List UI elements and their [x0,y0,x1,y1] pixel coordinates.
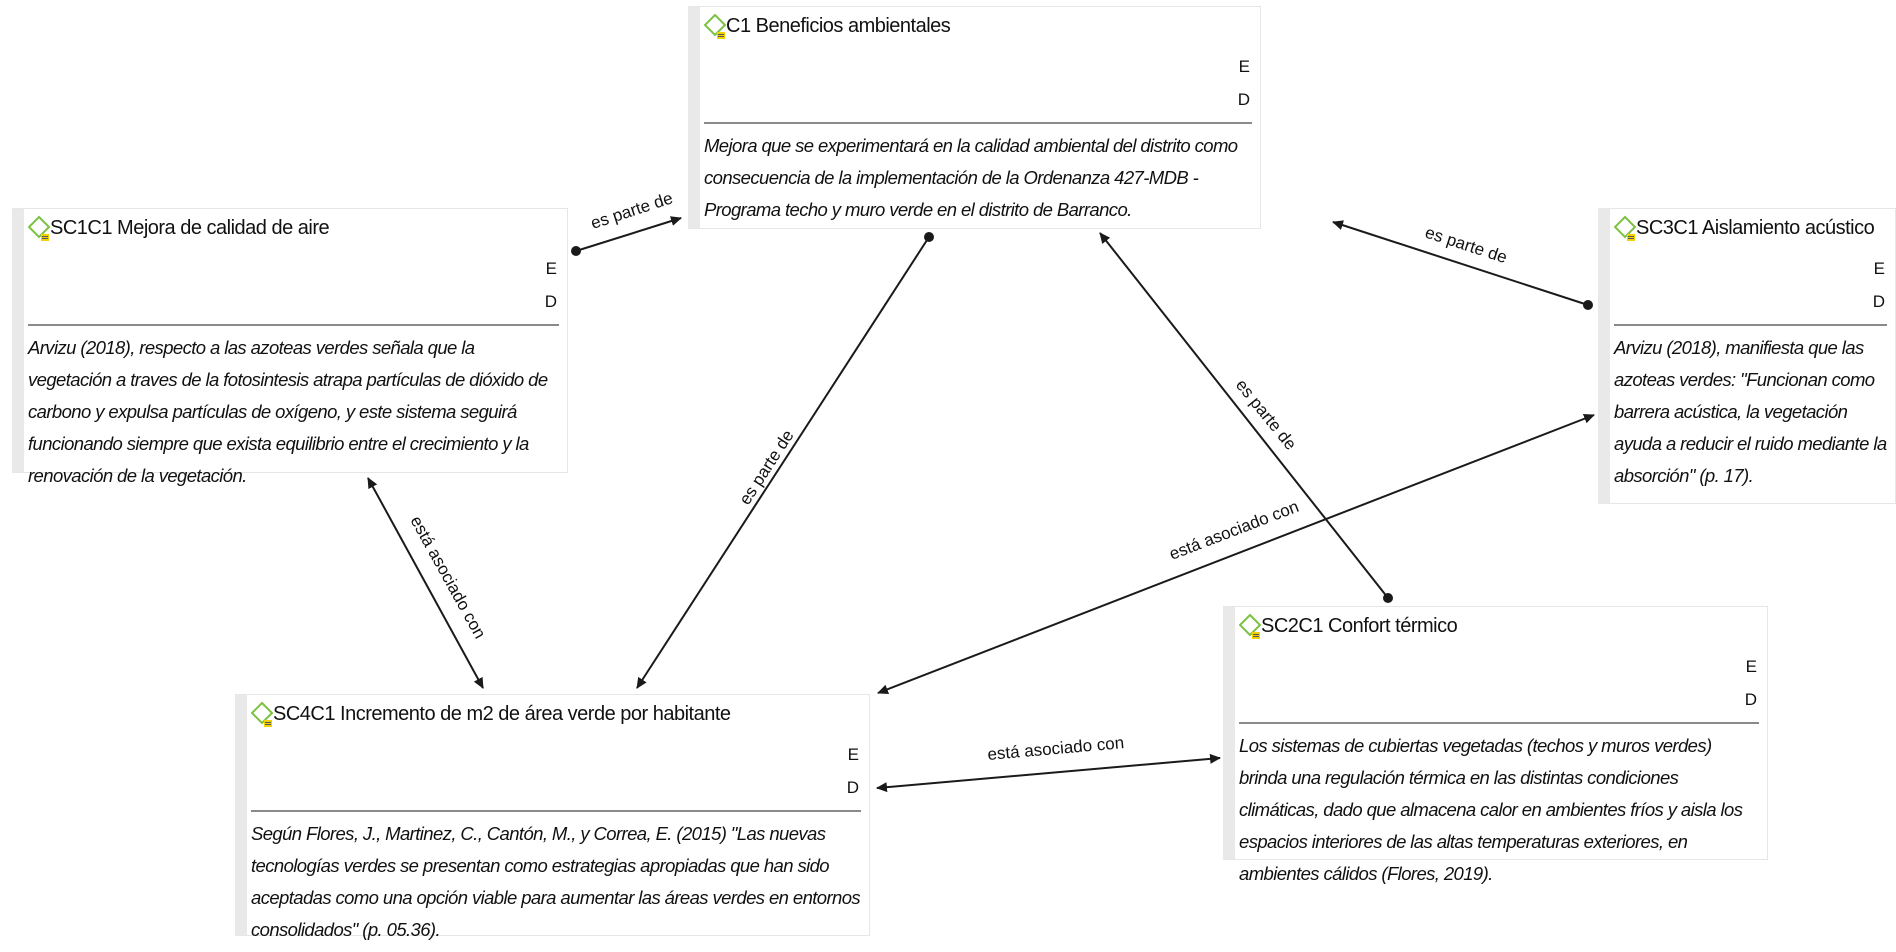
edge-sc2c1-c1[interactable]: es parte de [1099,232,1393,603]
node-header: SC4C1 Incremento de m2 de área verde por… [247,695,869,812]
divider [28,324,559,326]
edge-sc3c1-c1[interactable]: es parte de [1332,220,1593,310]
node-title: SC3C1 Aislamiento acústico [1636,217,1875,239]
flag-d: D [1744,690,1757,709]
node-sc4c1-incremento-area-verde[interactable]: SC4C1 Incremento de m2 de área verde por… [235,694,870,940]
flag-d: D [544,292,557,311]
node-comment: Arvizu (2018), manifiesta que las azotea… [1614,337,1887,486]
flag-e: E [1745,657,1757,676]
node-title: SC1C1 Mejora de calidad de aire [50,217,330,239]
divider [1239,722,1759,724]
flag-e: E [1238,57,1250,76]
node-comment: Los sistemas de cubiertas vegetadas (tec… [1239,735,1743,884]
code-diamond-icon [28,215,51,241]
edge-label: está asociado con [987,733,1125,764]
node-c1-beneficios-ambientales[interactable]: C1 Beneficios ambientales E D Mejora que… [688,6,1261,229]
edge-label: es parte de [588,188,675,232]
code-diamond-icon [1239,613,1262,639]
edge-origin-dot [924,232,934,242]
flag-d: D [1237,90,1250,109]
edge-origin-dot [1383,593,1393,603]
flag-e: E [1873,259,1885,278]
flag-e: E [545,259,557,278]
node-title: SC2C1 Confort térmico [1261,615,1458,637]
node-comment: Según Flores, J., Martinez, C., Cantón, … [251,823,861,940]
code-diamond-icon [704,13,727,39]
edge-c1-sc4c1[interactable]: es parte de [636,232,934,689]
flag-d: D [1872,292,1885,311]
divider [251,810,861,812]
code-diamond-icon [251,701,274,727]
flag-e: E [847,745,859,764]
node-title: SC4C1 Incremento de m2 de área verde por… [273,703,731,725]
edge-sc4c1-sc2c1[interactable]: está asociado con [876,733,1221,793]
node-sc3c1-aislamiento-acustico[interactable]: SC3C1 Aislamiento acústico E D Arvizu (2… [1598,208,1896,504]
node-sc2c1-confort-termico[interactable]: SC2C1 Confort térmico E D Los sistemas d… [1223,606,1768,884]
node-sc1c1-mejora-calidad-aire[interactable]: SC1C1 Mejora de calidad de aire E D Arvi… [12,208,568,486]
flag-d: D [846,778,859,797]
edge-label: es parte de [735,426,797,508]
node-comment: Arvizu (2018), respecto a las azoteas ve… [28,337,548,486]
node-header: SC2C1 Confort térmico E D [1235,607,1767,724]
edge-origin-dot [571,246,581,256]
edge-sc1c1-c1[interactable]: es parte de [571,188,682,256]
node-header: SC1C1 Mejora de calidad de aire E D [24,209,567,326]
node-header: SC3C1 Aislamiento acústico E D [1610,209,1895,326]
node-comment: Mejora que se experimentará en la calida… [704,135,1238,220]
edge-label: es parte de [1423,223,1510,267]
edge-sc1c1-sc4c1[interactable]: está asociado con [367,477,490,689]
divider [1614,324,1887,326]
node-title: C1 Beneficios ambientales [726,15,951,37]
node-header: C1 Beneficios ambientales E D [700,7,1260,124]
divider [704,122,1252,124]
edge-origin-dot [1583,300,1593,310]
code-diamond-icon [1614,215,1637,241]
